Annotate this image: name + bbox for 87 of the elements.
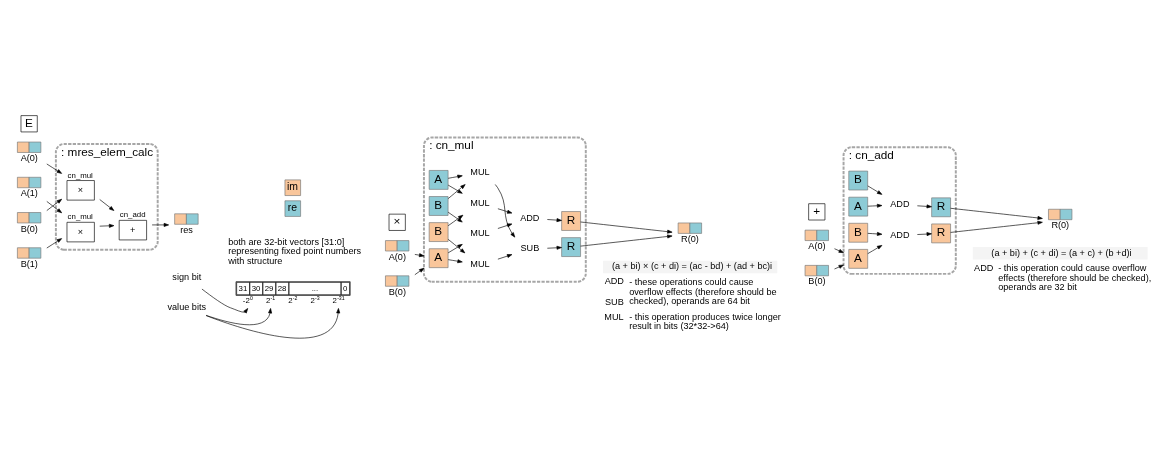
node-label: B(1) [20,258,38,269]
arrow [867,244,883,254]
arrow [834,264,844,269]
arrow [447,184,463,194]
arrow [99,198,115,211]
arrow [447,214,464,226]
node-box: A [848,248,869,269]
arrow [834,247,844,253]
arrow [99,223,115,228]
arrow [151,222,169,227]
node-text: sign bit [172,271,202,282]
node-label: A(0) [808,240,826,251]
label: MUL [604,311,624,322]
node-box: × [388,213,406,231]
arrow [950,207,1043,220]
label: (a + bi) + (c + di) = (a + c) + (b +d)i [991,247,1132,258]
label: - this operation produces twice longer result in bits (32*32->64) [629,311,781,331]
arrow [201,288,249,313]
label: - these operations could cause overflow effects (therefore should be checked), operands are 64 bit [629,276,777,306]
node-label: res [180,224,193,235]
node-box: B [428,221,449,242]
node-label: B(0) [20,223,38,234]
node-text: MUL [470,258,490,269]
node-text: SUB [520,242,540,253]
arrow [447,258,463,263]
legend-label: im [286,180,298,192]
arrow [497,207,513,214]
node-label: A(1) [20,187,38,198]
node-text: value bits [167,301,207,312]
arrow [447,174,463,179]
node-text: ADD [890,198,910,209]
arrow [580,234,673,246]
arrow [497,223,513,229]
node-label: R(0) [681,233,699,244]
arrow [447,238,466,253]
arrow [867,231,883,236]
arrow [547,245,562,250]
node-box: × [66,179,95,200]
arrow [497,253,513,259]
node-label: A(0) [20,152,38,163]
node-text: MUL [470,197,490,208]
arrow [547,217,562,222]
node-label: B(0) [388,286,406,297]
node-box: + [808,202,826,220]
node-box: A [848,196,869,216]
node-box: R [561,210,581,231]
arrow [414,252,425,257]
node-text: MUL [470,166,490,177]
arrow [917,231,932,236]
arrow [867,185,883,195]
label: ADD [974,262,994,273]
node-text: MUL [470,227,490,238]
label: SUB [605,296,624,307]
arrow [414,267,425,275]
arrow [580,221,673,234]
arrow [447,243,463,253]
arrow [205,307,272,325]
node-box: B [428,195,449,216]
node-label: B(0) [808,275,826,286]
arrow [46,237,62,248]
node-box: R [561,236,581,257]
arrow [494,183,516,237]
label: - this operation could cause overflow effects (therefore should be checked), operands are 32 bit [998,262,1152,292]
node-label: R(0) [1051,219,1070,230]
node-box: A [428,247,449,268]
arrow [950,220,1043,233]
node-box: B [848,222,869,243]
node-box: × [66,221,95,242]
node-box: E [20,114,38,132]
label: both are 32-bit vectors [31:0] representing fixed point numbers with structure [228,236,362,266]
arrow [917,204,932,208]
legend-label: re [287,201,298,213]
arrow [447,211,463,222]
label: (a + bi) × (c + di) = (ac - bd) + (ad + bc)i [611,260,773,271]
node-box: + [118,219,147,240]
arrow [447,183,466,199]
node-text: ADD [890,229,910,240]
node-box: R [931,197,951,217]
label: ADD [604,275,624,286]
arrow [46,163,62,174]
node-text: ADD [520,212,540,223]
node-label: A(0) [388,251,406,262]
node-box: R [931,223,951,243]
arrow [867,203,883,208]
node-box: B [848,170,869,190]
arrow [205,307,341,338]
node-box: A [428,169,449,190]
